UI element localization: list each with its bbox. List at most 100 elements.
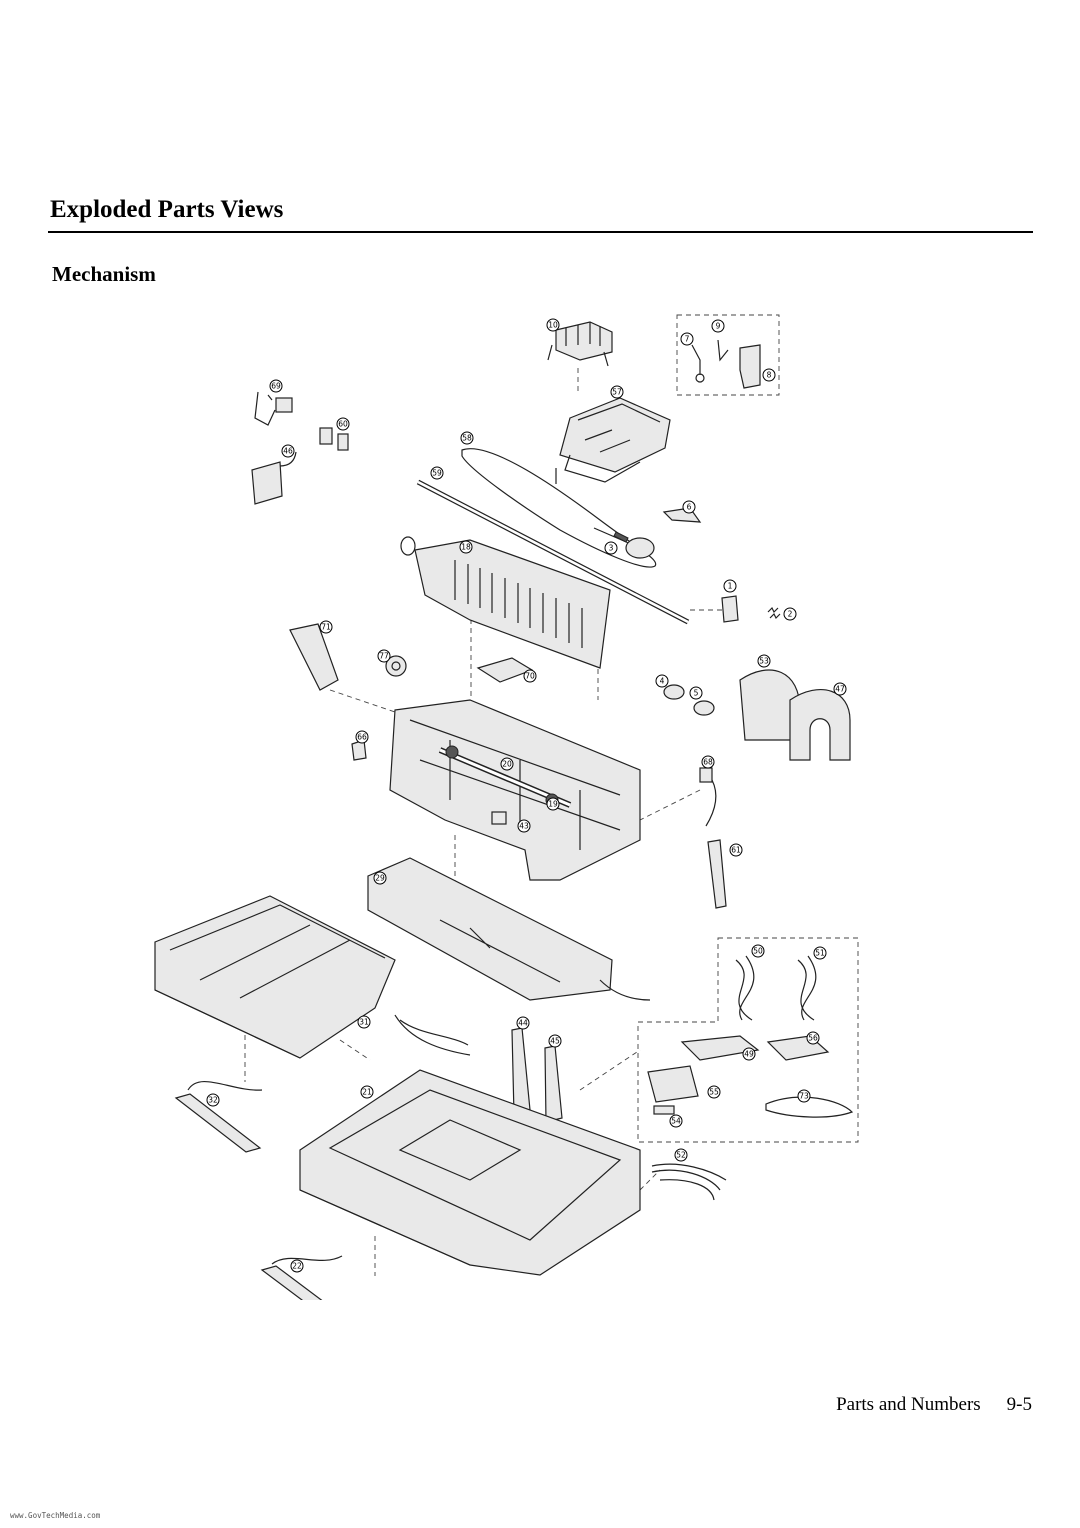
callout-32: 32: [206, 1093, 220, 1107]
callout-8: 8: [762, 368, 776, 382]
svg-text:59: 59: [432, 469, 442, 478]
callout-68: 68: [701, 755, 715, 769]
svg-text:4: 4: [660, 677, 665, 686]
callout-73: 73: [797, 1089, 811, 1103]
part-21-bottom-chassis: [299, 1069, 641, 1276]
callout-29: 29: [373, 871, 387, 885]
callout-31: 31: [357, 1015, 371, 1029]
svg-text:66: 66: [357, 733, 367, 742]
callout-66: 66: [355, 730, 369, 744]
svg-text:68: 68: [703, 758, 713, 767]
footer-label: Parts and Numbers: [836, 1394, 981, 1415]
svg-text:45: 45: [550, 1037, 560, 1046]
svg-text:61: 61: [731, 846, 741, 855]
part-44-bracket: [511, 1027, 531, 1116]
callout-9: 9: [711, 319, 725, 333]
svg-text:10: 10: [548, 321, 558, 330]
part-69-sensor-lever: [254, 391, 293, 426]
callout-45: 45: [548, 1034, 562, 1048]
callout-22: 22: [290, 1259, 304, 1273]
svg-text:71: 71: [321, 623, 331, 632]
part-18-paper-guide: [400, 536, 611, 669]
part-7-9-8-bracket-group: [691, 339, 761, 389]
callout-1: 1: [723, 579, 737, 593]
part-46-sensor-board: [251, 451, 297, 505]
callout-53: 53: [757, 654, 771, 668]
svg-text:50: 50: [753, 947, 763, 956]
exploded-parts-diagram: 10 9 7 8 69 57 60 46 58 59 6 3 18 1 2 71…: [0, 300, 1080, 1300]
part-2-springs: [767, 606, 781, 620]
svg-text:32: 32: [208, 1096, 218, 1105]
part-55-cover: [647, 1065, 699, 1103]
part-49-connector: [680, 1035, 760, 1061]
svg-text:43: 43: [519, 822, 529, 831]
watermark: www.GovTechMedia.com: [10, 1511, 101, 1520]
part-5-roller: [693, 700, 715, 716]
part-52-ribbon-cable: [651, 1163, 727, 1201]
callout-52: 52: [674, 1148, 688, 1162]
svg-text:58: 58: [462, 434, 472, 443]
callout-71: 71: [319, 620, 333, 634]
part-50-51-cables: [735, 955, 817, 1021]
svg-text:55: 55: [709, 1088, 719, 1097]
callout-labels: 10 9 7 8 69 57 60 46 58 59 6 3 18 1 2 71…: [206, 318, 847, 1273]
svg-text:2: 2: [788, 610, 793, 619]
callout-69: 69: [269, 379, 283, 393]
svg-text:73: 73: [799, 1092, 809, 1101]
svg-text:56: 56: [808, 1034, 818, 1043]
part-22-board: [260, 1255, 343, 1300]
subsection-title: Mechanism: [52, 262, 156, 286]
callout-3: 3: [604, 541, 618, 555]
callout-54: 54: [669, 1114, 683, 1128]
part-32-board: [174, 1080, 263, 1153]
part-71-lever: [289, 623, 339, 691]
callout-59: 59: [430, 466, 444, 480]
part-60-brackets: [319, 427, 349, 451]
svg-text:57: 57: [612, 388, 622, 397]
svg-text:6: 6: [687, 503, 692, 512]
callout-58: 58: [460, 431, 474, 445]
part-57-carriage: [555, 397, 671, 484]
callout-46: 46: [281, 444, 295, 458]
svg-text:53: 53: [759, 657, 769, 666]
callout-55: 55: [707, 1085, 721, 1099]
svg-text:46: 46: [283, 447, 293, 456]
svg-text:29: 29: [375, 874, 385, 883]
part-31-harness: [394, 1014, 471, 1056]
part-77-gear: [385, 655, 407, 677]
callout-20: 20: [500, 757, 514, 771]
callout-43: 43: [517, 819, 531, 833]
part-3-pulley: [593, 527, 655, 559]
svg-text:51: 51: [815, 949, 825, 958]
page-footer: Parts and Numbers 9-5: [836, 1394, 1032, 1416]
title-rule: [48, 231, 1033, 233]
group-box-bottom-right: [637, 937, 859, 1143]
group-box-top-right: [676, 314, 780, 396]
exploded-parts-svg: 10 9 7 8 69 57 60 46 58 59 6 3 18 1 2 71…: [154, 314, 859, 1300]
callout-21: 21: [360, 1085, 374, 1099]
svg-text:31: 31: [359, 1018, 369, 1027]
svg-text:70: 70: [525, 672, 535, 681]
page-number: 9-5: [1006, 1394, 1032, 1415]
callout-49: 49: [742, 1047, 756, 1061]
callout-19: 19: [546, 797, 560, 811]
part-73-cable: [765, 1096, 854, 1118]
part-47-u-bracket: [789, 689, 851, 761]
svg-text:3: 3: [609, 544, 614, 553]
svg-text:22: 22: [292, 1262, 302, 1271]
callout-60: 60: [336, 417, 350, 431]
part-58-belt: [461, 448, 657, 568]
part-4-roller: [663, 684, 685, 700]
callout-4: 4: [655, 674, 669, 688]
callout-47: 47: [833, 682, 847, 696]
svg-text:20: 20: [502, 760, 512, 769]
part-43-motor: [491, 811, 507, 825]
svg-text:5: 5: [694, 689, 699, 698]
part-59-carriage-shaft: [416, 479, 690, 625]
callout-57: 57: [610, 385, 624, 399]
callout-56: 56: [806, 1031, 820, 1045]
part-68-sensor: [699, 767, 717, 827]
svg-text:47: 47: [835, 685, 845, 694]
svg-text:7: 7: [685, 335, 690, 344]
svg-text:9: 9: [716, 322, 721, 331]
